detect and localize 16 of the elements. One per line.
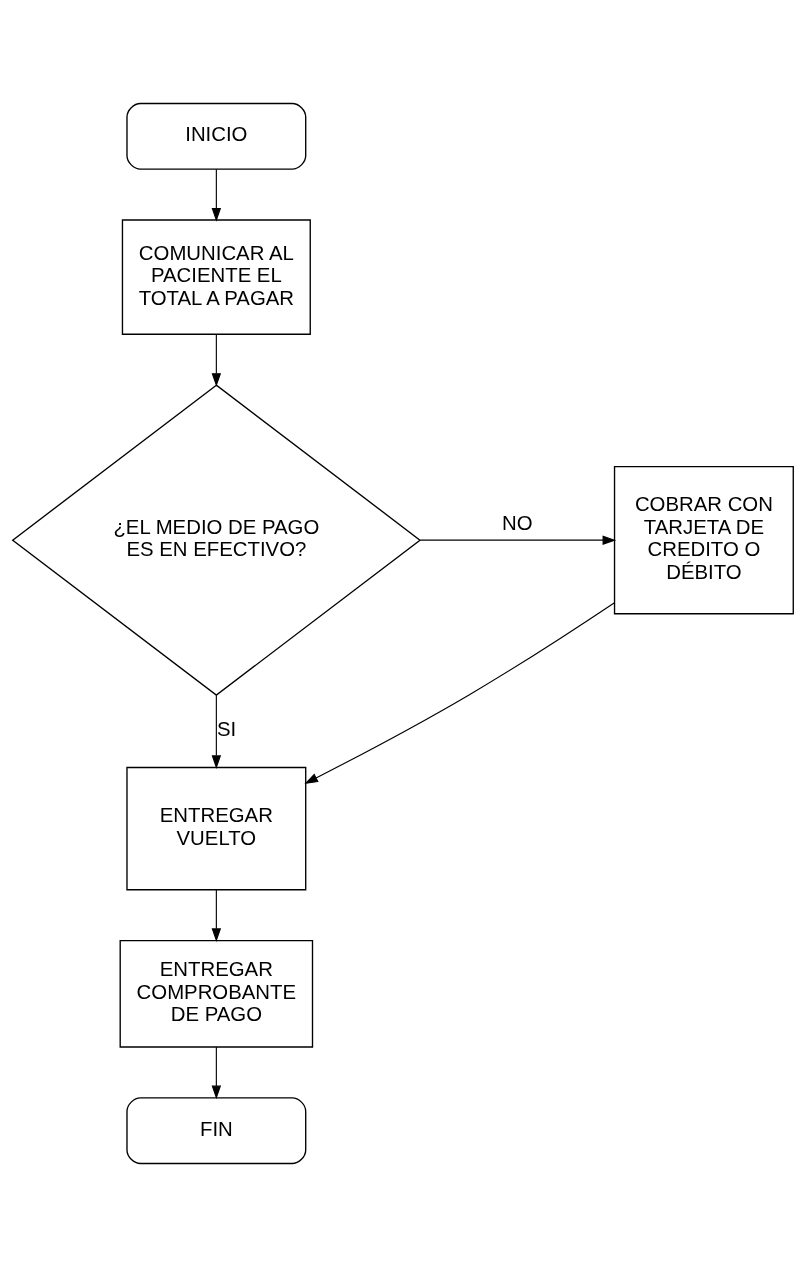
node-box: ENTREGAR COMPROBANTE DE PAGO (119, 939, 314, 1048)
node-box: COBRAR CON TARJETA DE CREDITO O DÉBITO (613, 465, 794, 615)
node-box: FIN (126, 1097, 307, 1165)
node-box: ENTREGAR VUELTO (126, 766, 307, 891)
edge-label: SI (216, 718, 237, 741)
arrow (211, 1046, 222, 1100)
node-box: COMUNICAR AL PACIENTE EL TOTAL A PAGAR (121, 219, 311, 335)
arrow (211, 694, 222, 769)
edge-label: NO (501, 512, 533, 535)
node-diamond: ¿EL MEDIO DE PAGO ES EN EFECTIVO? (11, 384, 422, 696)
arrow (211, 168, 222, 222)
arrow (211, 334, 222, 387)
arrow (304, 602, 615, 784)
arrow (419, 535, 617, 545)
node-box: INICIO (126, 102, 307, 170)
arrow (211, 889, 222, 942)
